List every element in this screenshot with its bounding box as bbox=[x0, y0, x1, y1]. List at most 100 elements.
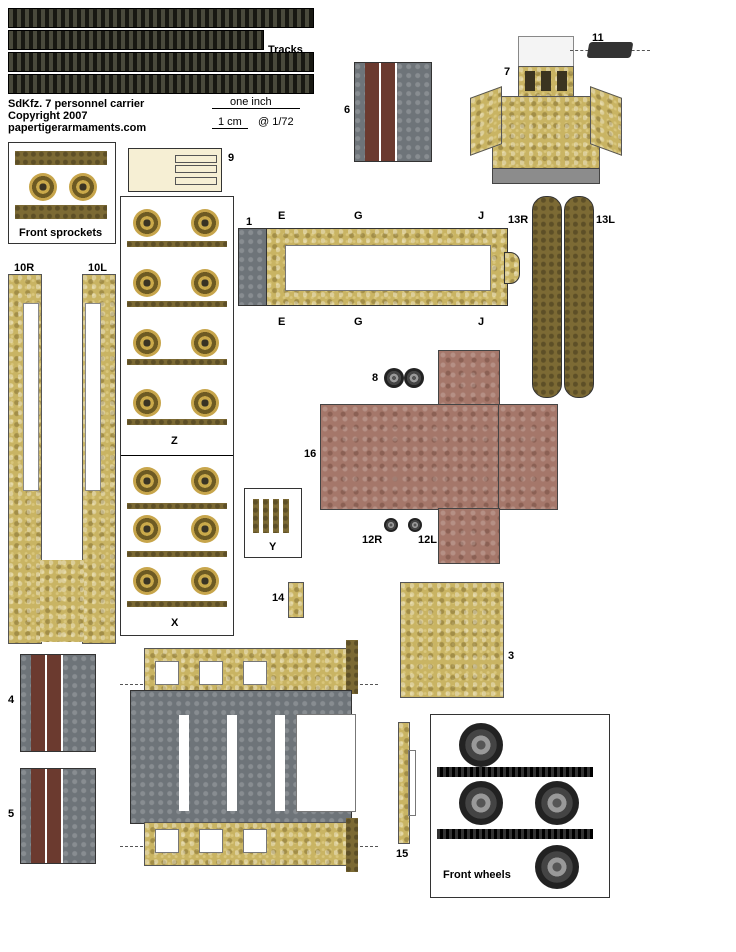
part-y-box: Y bbox=[244, 488, 302, 558]
part-2-top-rail bbox=[144, 648, 348, 692]
part-1-rear bbox=[504, 252, 520, 284]
x-bar-3 bbox=[127, 601, 227, 607]
part-13l bbox=[564, 196, 594, 398]
part-14-label: 14 bbox=[272, 592, 285, 604]
part-16-bottom-wedge bbox=[438, 508, 500, 564]
part-9-line-2 bbox=[175, 165, 217, 173]
part-16-label: 16 bbox=[304, 448, 317, 460]
front-wheels-label: Front wheels bbox=[443, 869, 511, 881]
part-6-grey-right bbox=[397, 63, 431, 161]
x-wheel-2a bbox=[133, 515, 161, 543]
part-12l-label: 12L bbox=[418, 534, 437, 546]
copyright-text: Copyright 2007 bbox=[8, 110, 88, 122]
scale-inch-label: one inch bbox=[230, 96, 272, 108]
part-12l-disc bbox=[408, 518, 422, 532]
part-2-white-panel bbox=[296, 714, 356, 812]
tab-g-bottom: G bbox=[354, 316, 363, 328]
part-8-disc-2 bbox=[404, 368, 424, 388]
z-wheel-4a bbox=[133, 389, 161, 417]
z-wheel-2a bbox=[133, 269, 161, 297]
part-10r-label: 10R bbox=[14, 262, 35, 274]
x-wheel-3b bbox=[191, 567, 219, 595]
part-14 bbox=[288, 582, 304, 618]
part-7-body bbox=[492, 96, 600, 170]
front-tyre-4 bbox=[535, 845, 579, 889]
part-5-rust-1 bbox=[31, 769, 45, 863]
part-9-line-1 bbox=[175, 155, 217, 163]
scale-inch-bar bbox=[212, 108, 300, 109]
part-16-body bbox=[320, 404, 500, 510]
part-7-wing-right bbox=[590, 86, 622, 156]
z-wheel-3b bbox=[191, 329, 219, 357]
part-7-slot-2 bbox=[541, 71, 551, 91]
part-13r bbox=[532, 196, 562, 398]
part-9-strips bbox=[128, 148, 222, 192]
z-wheel-3a bbox=[133, 329, 161, 357]
part-16-flap bbox=[498, 404, 558, 510]
x-wheel-2b bbox=[191, 515, 219, 543]
part-1-label: 1 bbox=[246, 216, 253, 228]
part-10l-cutout bbox=[85, 303, 101, 491]
part-11 bbox=[586, 42, 634, 58]
part-9-label: 9 bbox=[228, 152, 235, 164]
part-z-label: Z bbox=[171, 435, 178, 447]
scale-cm-bar bbox=[212, 128, 248, 129]
part-1-front bbox=[238, 228, 268, 306]
part-7-top-tab bbox=[518, 36, 574, 68]
part-7-wing-left bbox=[470, 86, 502, 156]
tab-j-top: J bbox=[478, 210, 485, 222]
part-12r-label: 12R bbox=[362, 534, 383, 546]
sprocket-wheel-2 bbox=[69, 173, 97, 201]
part-2-bottom-post bbox=[346, 818, 358, 872]
part-4-grey-left bbox=[21, 655, 31, 751]
part-x-label: X bbox=[171, 617, 179, 629]
part-2-top-window-2 bbox=[199, 661, 223, 685]
part-2-top-window-1 bbox=[155, 661, 179, 685]
x-wheel-1b bbox=[191, 467, 219, 495]
part-15 bbox=[398, 722, 410, 844]
zx-divider bbox=[121, 455, 233, 456]
part-7 bbox=[470, 36, 622, 186]
part-7-slot-3 bbox=[557, 71, 567, 91]
part-6 bbox=[354, 62, 432, 162]
part-8-disc-1 bbox=[384, 368, 404, 388]
front-sprockets-box: Front sprockets bbox=[8, 142, 116, 244]
part-2-bottom-window-2 bbox=[199, 829, 223, 853]
part-8-label: 8 bbox=[372, 372, 379, 384]
x-bar-1 bbox=[127, 503, 227, 509]
scale-ratio-label: @ 1/72 bbox=[258, 116, 294, 128]
x-bar-2 bbox=[127, 551, 227, 557]
scale-cm-label: 1 cm bbox=[218, 116, 242, 128]
z-bar-3 bbox=[127, 359, 227, 365]
front-wheels-box: Front wheels bbox=[430, 714, 610, 898]
z-wheel-1a bbox=[133, 209, 161, 237]
part-2-floor-slot-2 bbox=[227, 715, 237, 811]
wheels-column-zx: Z X bbox=[120, 196, 234, 636]
part-y-strip-1 bbox=[253, 499, 259, 533]
part-2-floor-slot-1 bbox=[179, 715, 189, 811]
part-4 bbox=[20, 654, 96, 752]
track-strip-3 bbox=[8, 52, 314, 72]
part-6-rust-1 bbox=[365, 63, 379, 161]
part-y-strip-2 bbox=[263, 499, 269, 533]
part-12r-disc bbox=[384, 518, 398, 532]
x-wheel-3a bbox=[133, 567, 161, 595]
part-5 bbox=[20, 768, 96, 864]
part-10l-label: 10L bbox=[88, 262, 107, 274]
part-7-label: 7 bbox=[504, 66, 511, 78]
sprocket-wheel-1 bbox=[29, 173, 57, 201]
part-7-grille bbox=[518, 66, 574, 98]
part-y-strip-3 bbox=[273, 499, 279, 533]
front-axle-1 bbox=[437, 767, 593, 777]
track-strip-2 bbox=[8, 30, 264, 50]
z-bar-4 bbox=[127, 419, 227, 425]
track-strip-1 bbox=[8, 8, 314, 28]
front-tyre-1 bbox=[459, 723, 503, 767]
tracks-label: Tracks bbox=[268, 44, 303, 56]
part-y-label: Y bbox=[269, 541, 277, 553]
part-4-rust-2 bbox=[47, 655, 61, 751]
part-5-rust-2 bbox=[47, 769, 61, 863]
part-2-top-window-3 bbox=[243, 661, 267, 685]
part-9-line-3 bbox=[175, 177, 217, 185]
z-wheel-4b bbox=[191, 389, 219, 417]
